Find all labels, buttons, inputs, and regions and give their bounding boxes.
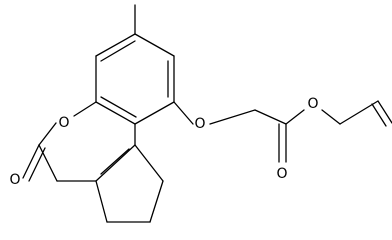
ether-oxygen-label: O — [194, 116, 205, 132]
ester-carbonyl-oxygen-label: O — [276, 166, 287, 182]
carbonyl-oxygen-label: O — [9, 172, 20, 188]
atom-labels: O O O O O — [9, 96, 318, 188]
pyranone-ring — [38, 101, 136, 182]
molecule-diagram: O O O O O — [9, 4, 392, 223]
lactone-carbonyl — [22, 144, 46, 182]
benzene-ring — [95, 33, 175, 125]
ester-oxygen-label: O — [307, 96, 318, 112]
side-chain — [173, 100, 392, 163]
cyclopentane-ring — [95, 144, 164, 223]
ring-oxygen-label: O — [58, 115, 69, 131]
